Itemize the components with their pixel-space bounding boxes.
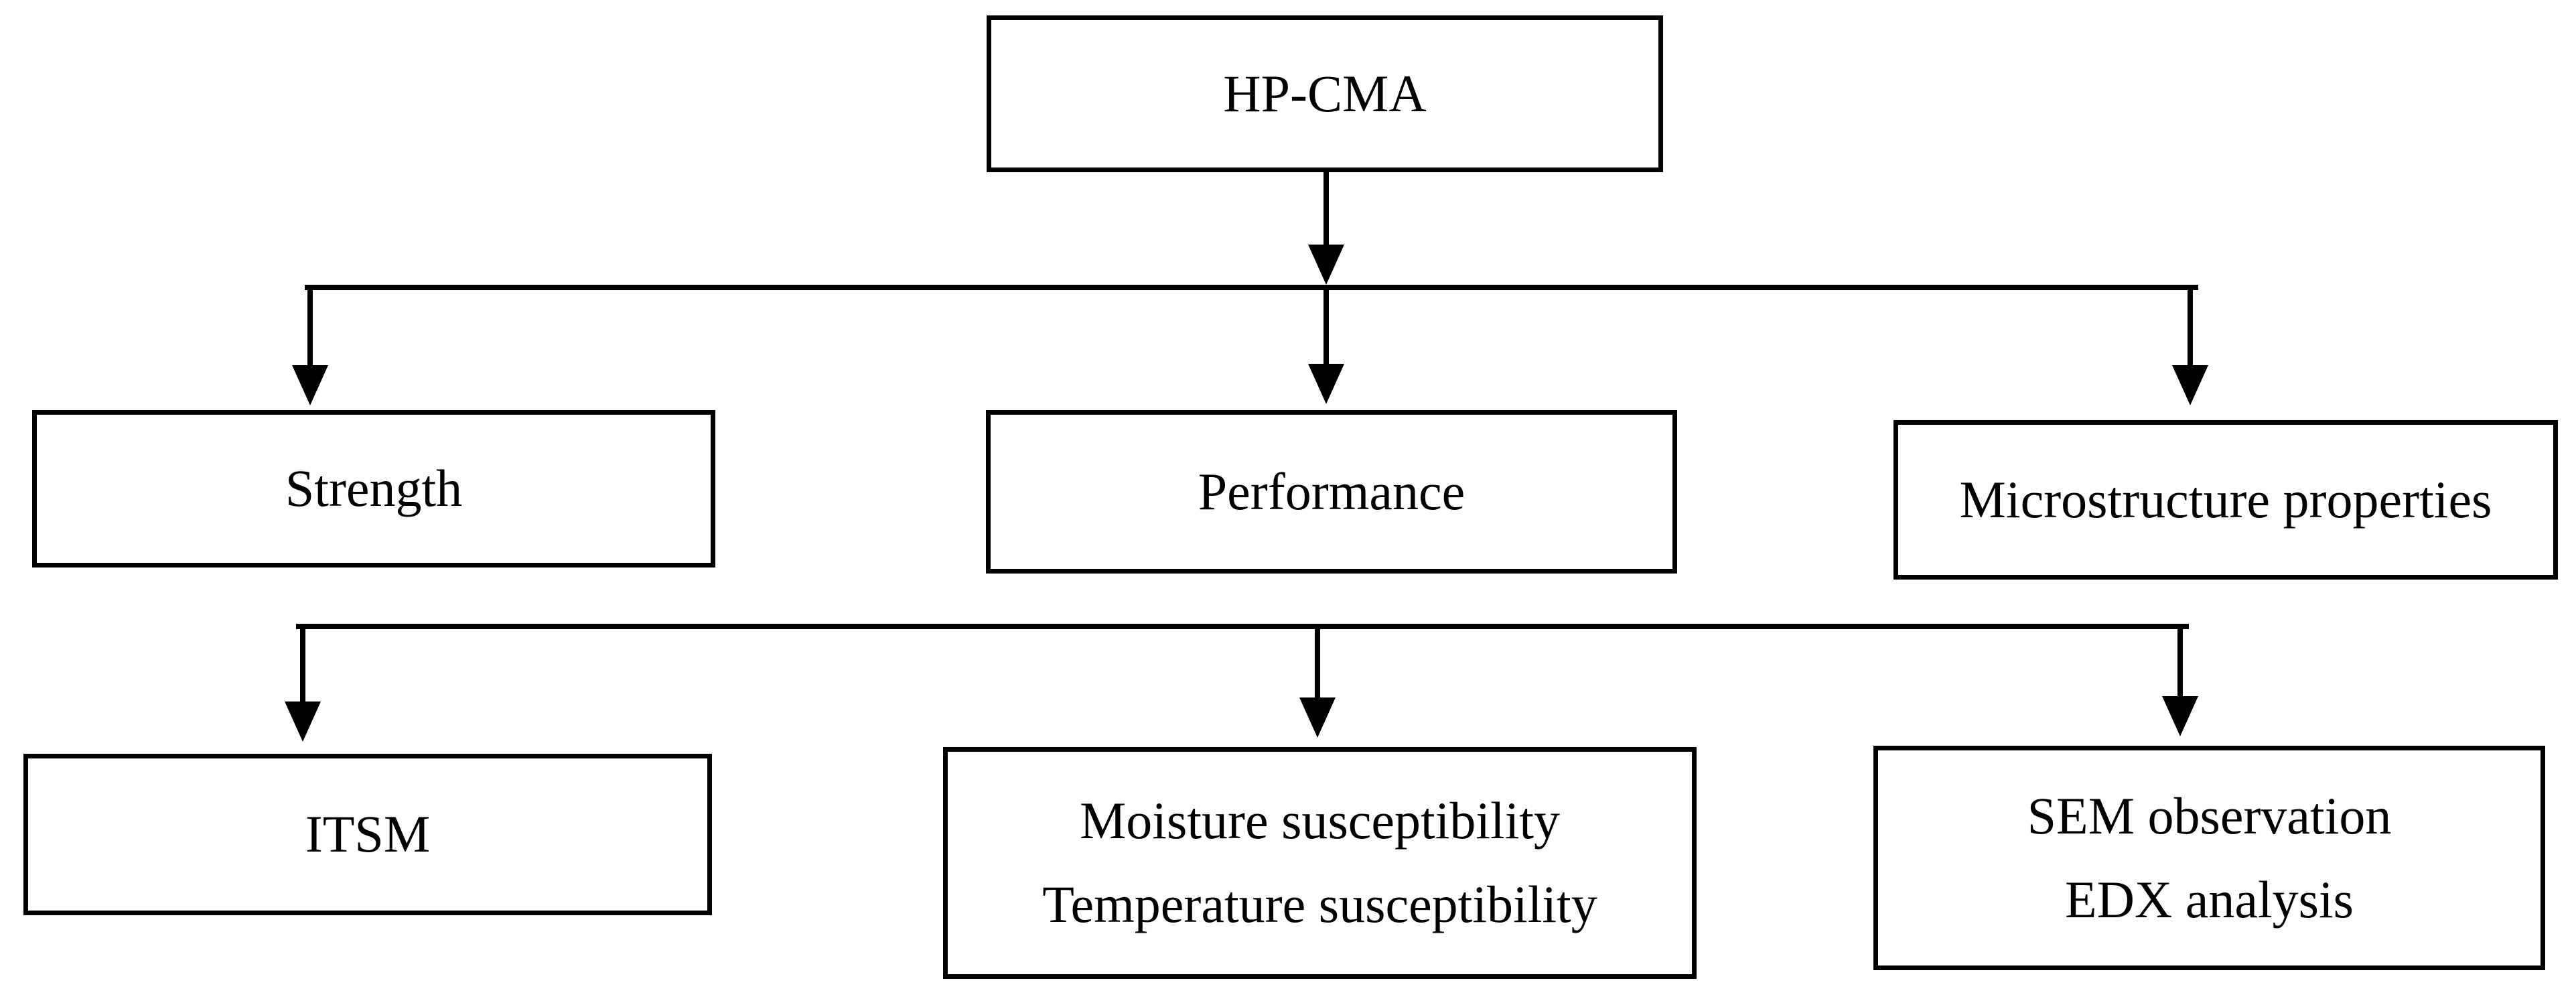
node-microstructure-tests: SEM observation EDX analysis xyxy=(1873,746,2545,970)
node-itsm: ITSM xyxy=(23,754,712,915)
arrowhead-itsm-icon xyxy=(285,702,321,742)
branch-line-top xyxy=(305,285,2198,290)
connector-strength-stem xyxy=(307,285,313,366)
node-performance: Performance xyxy=(986,410,1677,574)
arrowhead-performance-tests-icon xyxy=(1299,697,1336,738)
arrowhead-root-icon xyxy=(1308,245,1344,285)
node-strength-label: Strength xyxy=(285,459,463,518)
node-itsm-label: ITSM xyxy=(305,805,431,864)
node-hp-cma: HP-CMA xyxy=(987,15,1663,172)
node-microstructure-tests-line1: SEM observation xyxy=(2027,786,2392,845)
connector-root-stem xyxy=(1323,172,1329,246)
arrowhead-microstructure-icon xyxy=(2172,365,2208,405)
node-performance-tests-line2: Temperature susceptibility xyxy=(1042,875,1597,933)
connector-performance-stem xyxy=(1323,285,1329,365)
node-performance-tests: Moisture susceptibility Temperature susc… xyxy=(943,747,1697,979)
connector-microstructure-stem xyxy=(2188,285,2193,366)
node-microstructure-tests-line2: EDX analysis xyxy=(2064,870,2354,929)
connector-microstructure-tests-stem xyxy=(2177,626,2183,697)
connector-itsm-stem xyxy=(300,626,305,703)
connector-performance-tests-stem xyxy=(1315,626,1320,699)
node-microstructure-properties-label: Microstructure properties xyxy=(1959,470,2492,529)
branch-line-bottom xyxy=(296,624,2189,629)
node-microstructure-properties: Microstructure properties xyxy=(1893,420,2558,580)
arrowhead-performance-icon xyxy=(1308,364,1344,404)
arrowhead-strength-icon xyxy=(292,365,328,405)
node-performance-label: Performance xyxy=(1198,462,1465,521)
node-hp-cma-label: HP-CMA xyxy=(1223,64,1427,123)
node-performance-tests-line1: Moisture susceptibility xyxy=(1079,791,1561,850)
node-strength: Strength xyxy=(32,410,715,568)
arrowhead-microstructure-tests-icon xyxy=(2162,696,2198,736)
